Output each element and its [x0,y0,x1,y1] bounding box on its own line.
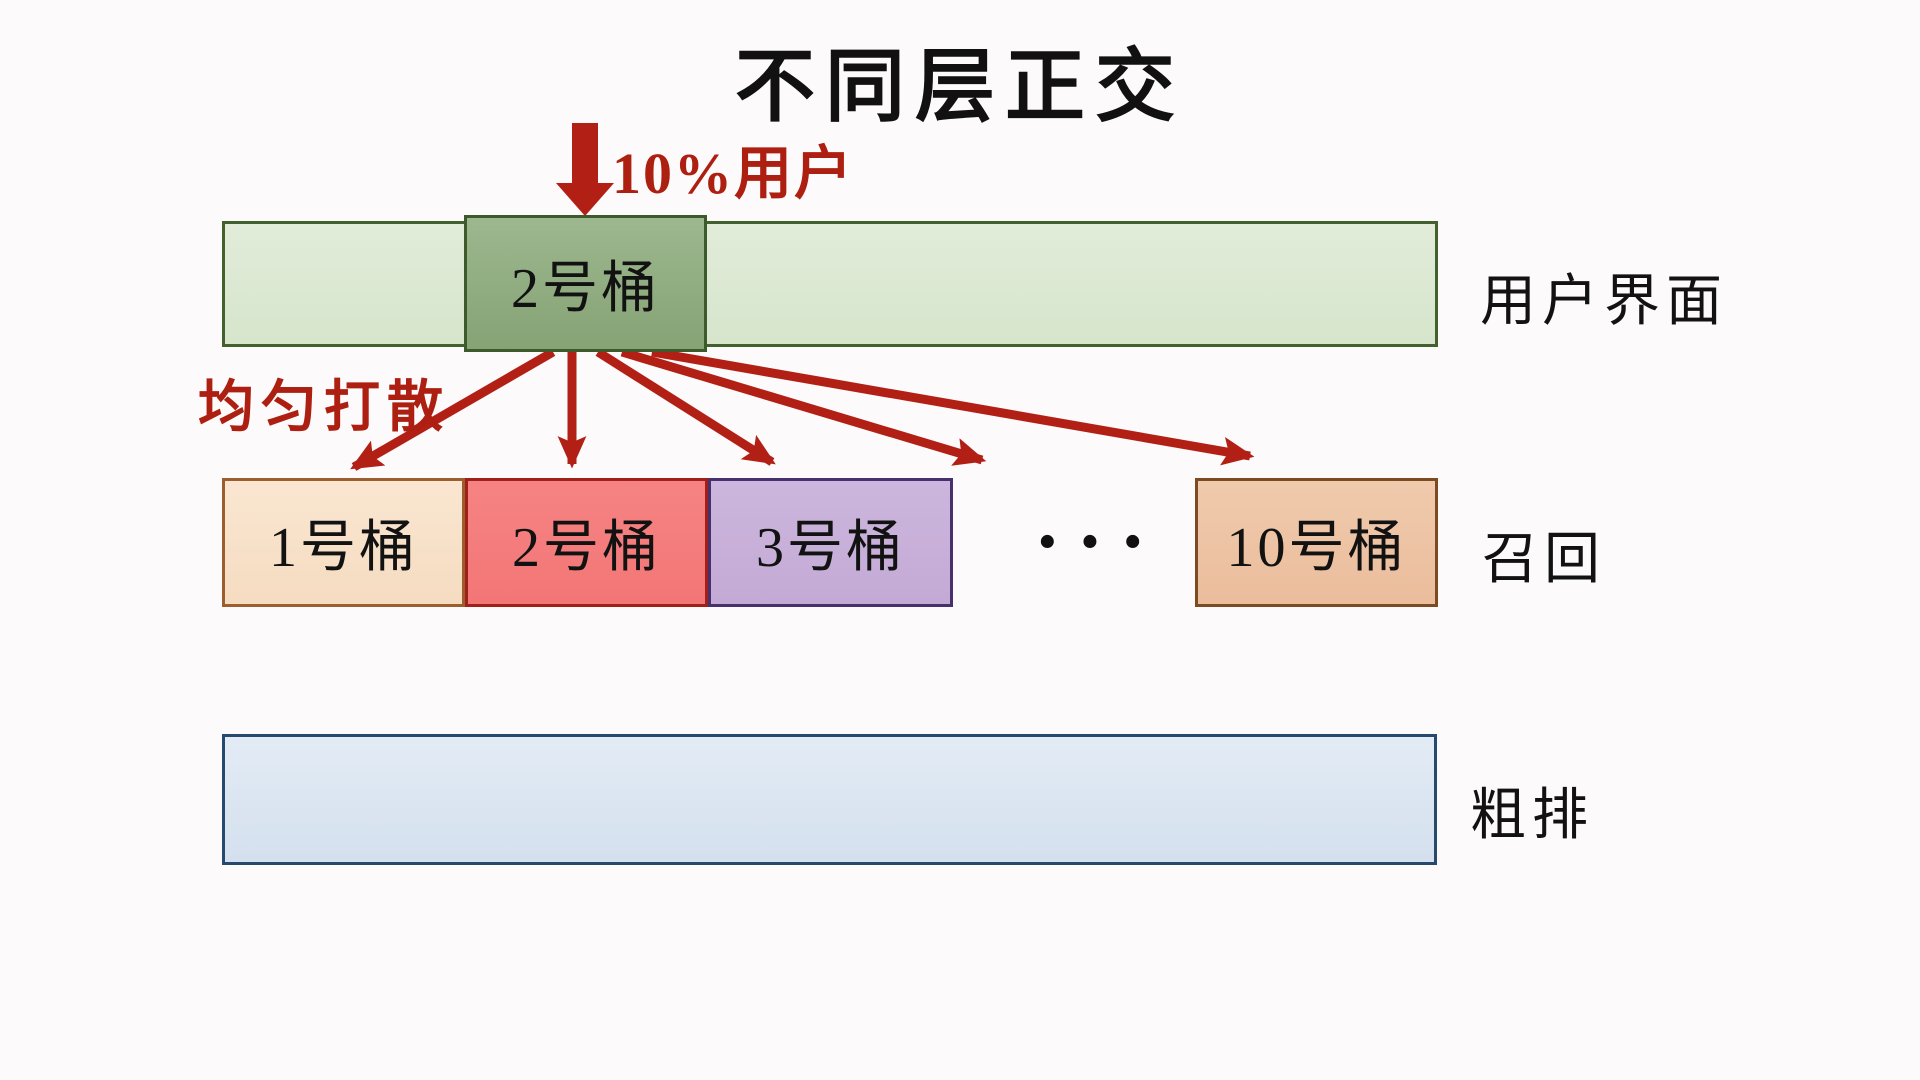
scatter-arrow-to-ellipsis [620,347,987,466]
traffic-percent-label: 10%用户 [612,141,855,206]
ui-layer-name: 用户界面 [1480,271,1728,333]
recall-bucket-3-label: 3号桶 [756,517,905,579]
recall-bucket-1-label: 1号桶 [269,517,418,579]
ui-bucket-label: 2号桶 [511,258,660,320]
recall-bucket-10-label: 10号桶 [1226,517,1407,579]
diagram-title: 不同层正交 [735,44,1185,132]
prerank-layer-bar [222,734,1437,865]
recall-layer-name: 召回 [1482,529,1606,591]
scatter-arrow-to-bucket-3 [595,348,776,466]
scatter-arrow-to-bucket-10 [651,347,1255,466]
recall-buckets-ellipsis: ··· [1033,498,1163,586]
recall-bucket-2: 2号桶 [465,478,708,607]
recall-bucket-3: 3号桶 [708,478,953,607]
ui-layer-highlighted-bucket: 2号桶 [464,215,707,352]
recall-bucket-2-label: 2号桶 [512,517,661,579]
recall-bucket-1: 1号桶 [222,478,465,607]
uniform-scatter-label: 均匀打散 [198,377,450,439]
ui-layer-bar [222,221,1438,347]
prerank-layer-name: 粗排 [1470,785,1594,847]
recall-bucket-10: 10号桶 [1195,478,1438,607]
